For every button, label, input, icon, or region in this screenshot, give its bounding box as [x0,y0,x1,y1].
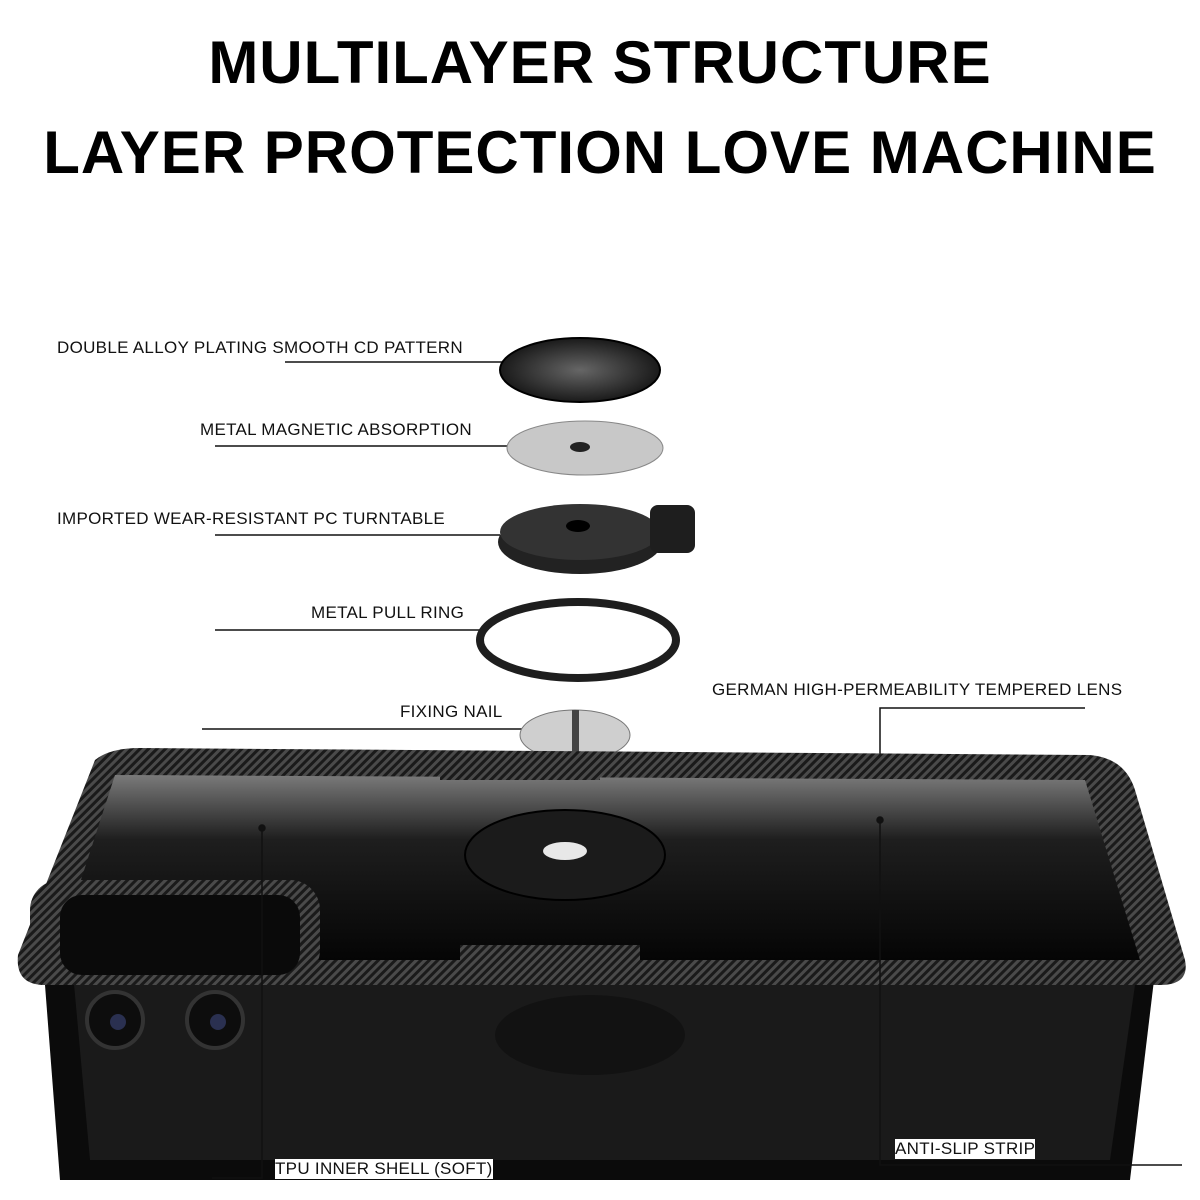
bottom-leader-lines [212,816,1182,1179]
label-fixing-nail: FIXING NAIL [400,702,503,721]
label-pull-ring: METAL PULL RING [311,603,465,622]
label-tpu-shell: TPU INNER SHELL (SOFT) [275,1159,493,1179]
cd-pattern-plate [499,337,661,403]
label-magnetic: METAL MAGNETIC ABSORPTION [200,420,472,439]
pc-turntable [498,504,695,574]
title-line-2: LAYER PROTECTION LOVE MACHINE [43,119,1157,186]
title-line-1: MULTILAYER STRUCTURE [208,29,992,96]
phone-case [17,748,1186,985]
label-anti-slip: ANTI-SLIP STRIP [895,1139,1036,1159]
label-cd-pattern: DOUBLE ALLOY PLATING SMOOTH CD PATTERN [57,338,463,357]
label-turntable: IMPORTED WEAR-RESISTANT PC TURNTABLE [57,509,445,528]
pull-ring [476,598,680,682]
magnetic-plate [506,420,664,476]
label-lens: GERMAN HIGH-PERMEABILITY TEMPERED LENS [712,680,1123,699]
